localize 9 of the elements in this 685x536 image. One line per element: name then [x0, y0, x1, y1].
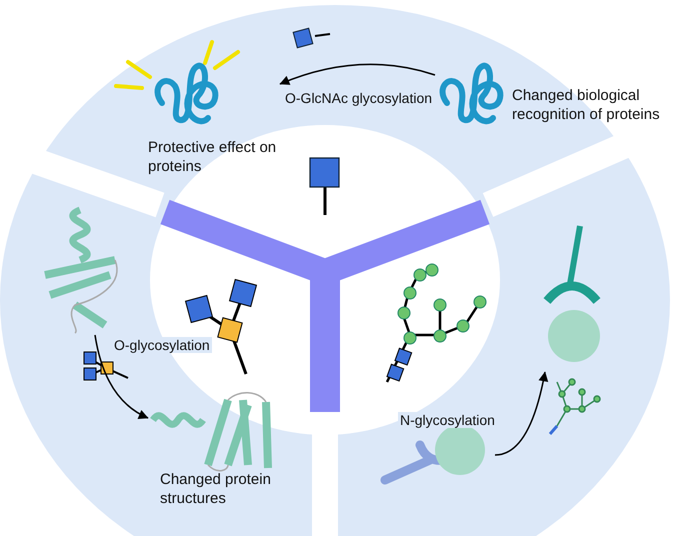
edge-label: N-glycosylation: [398, 412, 497, 428]
arrow: [94, 334, 148, 419]
edge-label: O-glycosylation: [112, 337, 212, 353]
arrow: [494, 371, 548, 456]
arrow: [279, 64, 436, 86]
node-label: Protective effect on proteins: [148, 138, 278, 176]
node-label: Changed biological recognition of proteins: [512, 86, 661, 124]
edge-label: O-GlcNAc glycosylation: [283, 90, 434, 106]
node-label: Changed protein structures: [160, 470, 272, 508]
